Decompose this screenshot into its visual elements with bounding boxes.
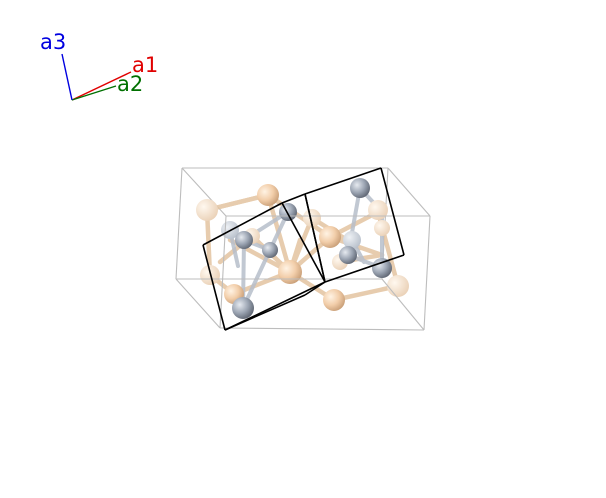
atom-gray bbox=[339, 246, 357, 264]
atom-tan bbox=[387, 275, 409, 297]
atom-gray bbox=[343, 231, 361, 249]
atom-gray bbox=[372, 258, 392, 278]
atom-tan bbox=[278, 260, 302, 284]
a2-axis-line bbox=[71, 85, 117, 101]
a3-axis-line bbox=[61, 53, 73, 101]
a1-axis-label: a1 bbox=[132, 53, 158, 77]
a2-axis-label: a2 bbox=[117, 72, 143, 96]
atom-gray bbox=[350, 178, 370, 198]
atom-tan bbox=[303, 209, 321, 227]
atoms bbox=[196, 178, 409, 319]
atom-tan bbox=[323, 289, 345, 311]
unit-cell-outline bbox=[202, 167, 405, 331]
atom-tan bbox=[368, 200, 388, 220]
atom-tan bbox=[257, 184, 279, 206]
supercell-outline-front bbox=[175, 215, 431, 331]
atom-gray bbox=[262, 242, 278, 258]
a3-axis-label: a3 bbox=[40, 30, 66, 54]
atom-tan bbox=[319, 226, 341, 248]
atom-tan bbox=[196, 199, 218, 221]
atom-gray bbox=[279, 203, 297, 221]
atom-gray bbox=[232, 297, 254, 319]
axis-triad: a1 a2 a3 bbox=[40, 30, 158, 101]
a1-axis-line bbox=[71, 71, 132, 101]
atom-gray bbox=[235, 231, 253, 249]
atom-tan bbox=[374, 220, 390, 236]
